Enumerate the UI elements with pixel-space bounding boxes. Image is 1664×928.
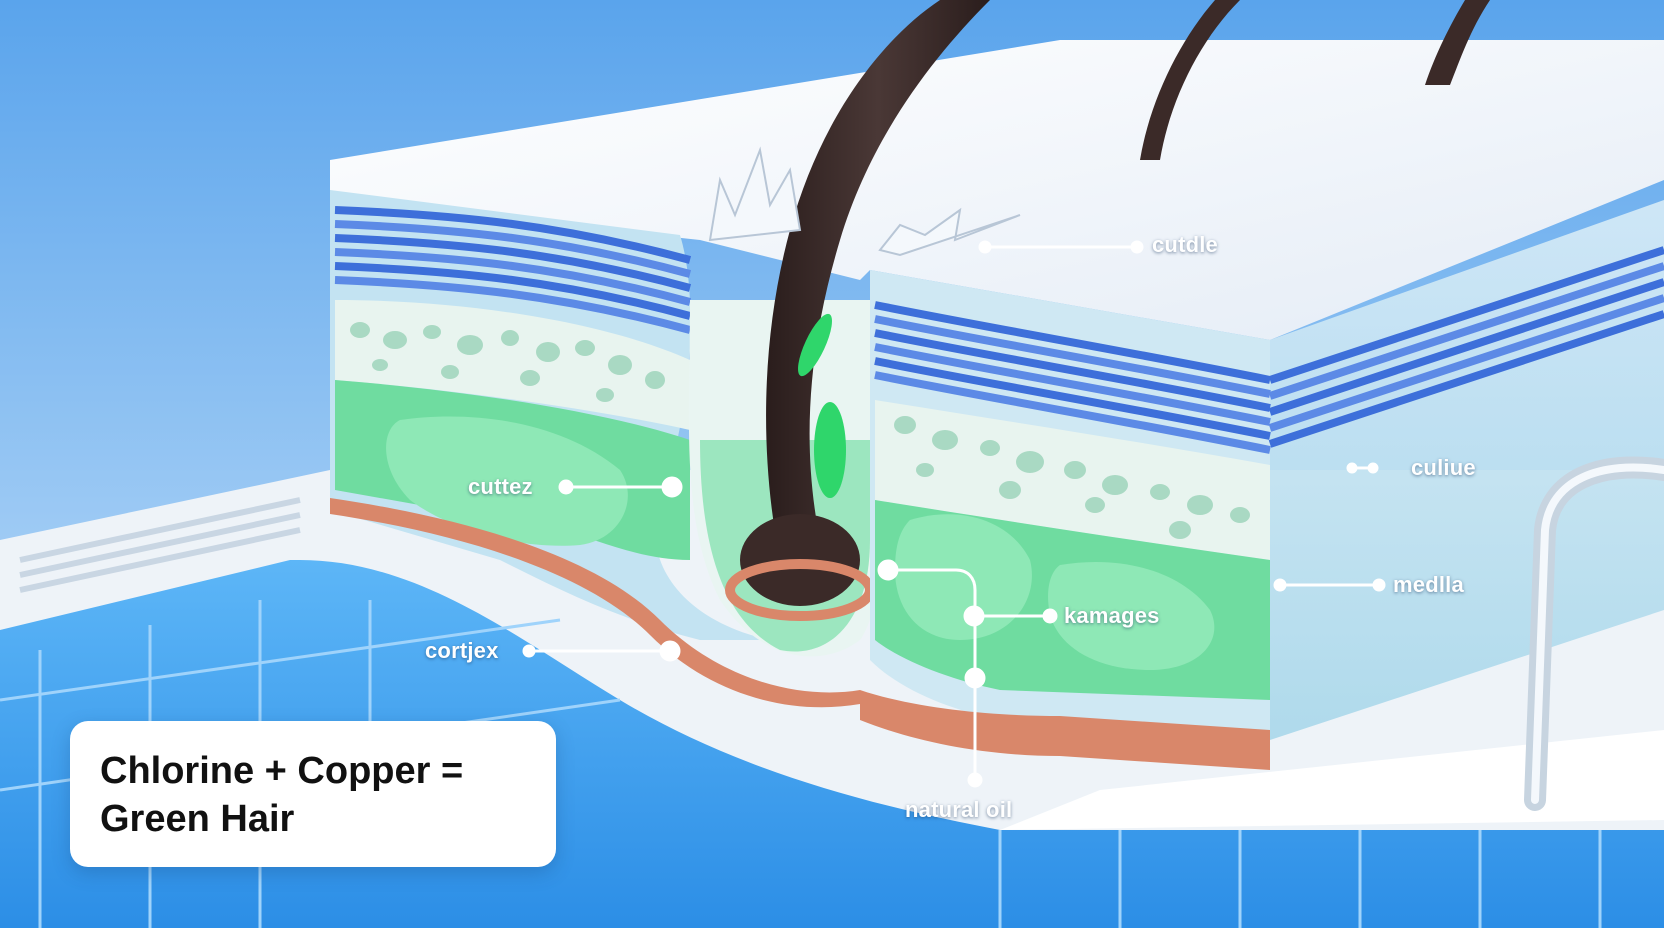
callout-dot-oil-start bbox=[877, 559, 899, 581]
title-line-1: Chlorine + Copper = bbox=[100, 750, 464, 792]
label-cuttez: cuttez bbox=[468, 474, 533, 499]
label-cortjex: cortjex bbox=[425, 638, 499, 663]
callout-dot-cortjex-start bbox=[522, 644, 536, 658]
pool-edge bbox=[1000, 730, 1664, 830]
pool-grate bbox=[19, 497, 301, 593]
right-cuticle-layers bbox=[874, 301, 1271, 454]
callout-dot-culiue-end bbox=[1367, 462, 1379, 474]
label-natural-oil: natural oil bbox=[905, 797, 1013, 822]
callout-dot-oil-end bbox=[967, 772, 983, 788]
callout-dot-kamages-end bbox=[1042, 608, 1058, 624]
callout-dot-cuttez-end bbox=[661, 476, 683, 498]
right-copper-layer bbox=[860, 690, 1270, 770]
callout-dot-cortjex-end bbox=[659, 640, 681, 662]
green-deposit-1 bbox=[798, 313, 832, 377]
callout-dot-oil-mid-1 bbox=[963, 605, 985, 627]
label-cutdle: cutdle bbox=[1152, 232, 1218, 257]
hair-strand bbox=[766, 0, 990, 560]
broken-cuticle-left bbox=[708, 146, 802, 242]
right-block-side bbox=[1270, 200, 1664, 740]
pool-ladder-highlight bbox=[1531, 463, 1664, 804]
label-medlla: medlla bbox=[1393, 572, 1464, 597]
callout-dot-cutdle-end bbox=[1130, 240, 1144, 254]
right-cell-2 bbox=[1048, 562, 1215, 670]
label-culiue: culiue bbox=[1411, 455, 1476, 480]
title-card: Chlorine + Copper = Green Hair bbox=[70, 721, 556, 867]
background-hair-1 bbox=[1140, 0, 1240, 160]
left-cuticle-layers bbox=[334, 206, 692, 334]
right-cell-1 bbox=[895, 514, 1032, 640]
green-deposit-2 bbox=[814, 402, 846, 498]
right-pores bbox=[894, 416, 1250, 539]
callout-dot-medlla-end bbox=[1372, 578, 1386, 592]
right-cortex-porous bbox=[875, 400, 1270, 560]
callout-dot-culiue-start bbox=[1346, 462, 1358, 474]
left-copper-layer bbox=[330, 498, 860, 708]
callout-dot-cuttez-start bbox=[558, 479, 574, 495]
title-line-2: Green Hair bbox=[100, 798, 295, 840]
skin-surface bbox=[330, 40, 1664, 340]
callout-dot-cutdle-start bbox=[978, 240, 992, 254]
background-hair-2 bbox=[1425, 0, 1490, 85]
right-side-stripes bbox=[1268, 246, 1664, 448]
left-pores bbox=[350, 322, 665, 402]
callout-dot-oil-mid-2 bbox=[964, 667, 986, 689]
label-kamages: kamages bbox=[1064, 603, 1160, 628]
callout-lines bbox=[522, 240, 1386, 788]
broken-cuticle-right bbox=[878, 207, 1021, 257]
left-cell bbox=[386, 416, 628, 546]
callout-dot-medlla-start bbox=[1273, 578, 1287, 592]
